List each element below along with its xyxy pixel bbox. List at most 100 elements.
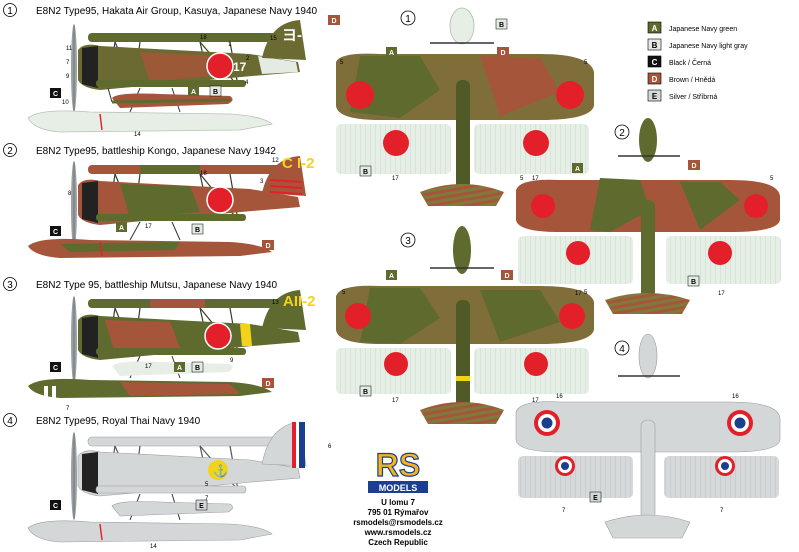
svg-text:17: 17 [392,398,399,404]
svg-text:13: 13 [272,300,279,306]
tail-code: C I-2 [282,155,315,172]
svg-text:14: 14 [150,544,157,550]
logo-bottom: MODELS [379,483,418,493]
svg-text:5: 5 [205,482,209,488]
svg-text:C: C [53,365,58,372]
address-line: U lomu 7 [381,498,415,507]
svg-text:B: B [499,22,504,29]
svg-text:7: 7 [66,406,70,412]
variant-number: 3 [7,280,13,291]
svg-text:3: 3 [260,179,264,185]
anchor-insignia-icon: ⚓ [213,464,228,478]
plan-color-tags: B A D B A D B A D B E [359,18,700,503]
plan-view-4: 4 [515,333,781,539]
svg-text:12: 12 [272,158,279,164]
svg-text:Japanese Navy green: Japanese Navy green [669,26,737,33]
svg-text:7: 7 [562,508,566,514]
svg-text:D: D [265,381,270,388]
svg-text:7: 7 [66,60,70,66]
legend-item-c: C Black / Černá [647,55,711,68]
svg-text:14: 14 [134,132,141,138]
side-view-1: 1 E8N2 Type95, Hakata Air Group, Kasuya,… [3,3,319,133]
plan-view-1: 1 [336,7,594,206]
side-view-4: 4 E8N2 Type95, Royal Thai Navy 1940 ⚓ [3,413,307,543]
svg-text:D: D [504,273,509,280]
svg-text:18: 18 [200,35,207,41]
svg-text:B: B [652,41,658,50]
color-legend: A Japanese Navy green B Japanese Navy li… [647,21,748,102]
svg-text:8: 8 [68,191,72,197]
svg-text:16: 16 [556,394,563,400]
address-line: rsmodels@rsmodels.cz [353,518,443,527]
side-color-tags: D A B C C A B D C A B D C E [50,15,340,511]
variant-number: 4 [7,416,13,427]
svg-text:Black / Černá: Black / Černá [669,58,711,67]
variant-title: E8N2 Type95, Royal Thai Navy 1940 [36,416,201,427]
svg-text:Japanese Navy light gray: Japanese Navy light gray [669,43,748,50]
svg-text:A: A [177,365,182,372]
svg-text:18: 18 [200,171,207,177]
legend-item-e: E Silver / Stříbrná [647,89,717,102]
svg-text:A: A [389,50,394,57]
svg-text:D: D [691,163,696,170]
address-line: Czech Republic [368,538,428,547]
svg-text:A: A [575,166,580,173]
svg-text:A: A [652,24,658,33]
svg-text:C: C [53,503,58,510]
svg-text:5: 5 [584,290,588,296]
svg-text:B: B [195,227,200,234]
svg-text:17: 17 [392,176,399,182]
variant-title: E8N2 Type95, Hakata Air Group, Kasuya, J… [36,6,318,17]
svg-text:A: A [389,273,394,280]
svg-text:17: 17 [575,291,582,297]
svg-text:B: B [363,389,368,396]
plan-view-3: 3 [336,226,594,424]
svg-text:6: 6 [328,444,332,450]
svg-text:15: 15 [270,36,277,42]
legend-item-a: A Japanese Navy green [647,21,737,34]
svg-text:5: 5 [520,176,524,182]
svg-text:5: 5 [584,60,588,66]
address-block: U lomu 7 795 01 Rýmařov rsmodels@rsmodel… [353,498,443,547]
svg-text:A: A [191,89,196,96]
svg-text:B: B [213,89,218,96]
svg-text:2: 2 [246,56,250,62]
svg-text:7: 7 [720,508,724,514]
svg-text:17: 17 [145,364,152,370]
svg-text:1: 1 [405,14,411,25]
svg-text:17: 17 [718,291,725,297]
address-line: 795 01 Rýmařov [368,508,429,517]
svg-text:2: 2 [619,128,625,139]
svg-text:17: 17 [145,224,152,230]
legend-item-d: D Brown / Hnědá [647,72,715,85]
svg-text:10: 10 [62,100,69,106]
svg-text:17: 17 [532,398,539,404]
tail-code: AII-2 [283,293,316,310]
tail-code: ヨ-17 [282,27,319,44]
svg-text:D: D [652,75,658,84]
svg-text:D: D [500,50,505,57]
fuselage-code: 17 [233,60,247,74]
svg-text:5: 5 [342,290,346,296]
svg-text:B: B [363,169,368,176]
legend-item-b: B Japanese Navy light gray [647,38,748,51]
svg-text:16: 16 [732,394,739,400]
svg-text:Brown / Hnědá: Brown / Hnědá [669,77,715,84]
svg-text:D: D [331,18,336,25]
svg-text:17: 17 [532,176,539,182]
svg-text:4: 4 [245,80,249,86]
svg-text:5: 5 [340,60,344,66]
svg-text:9: 9 [66,74,70,80]
svg-text:B: B [691,279,696,286]
svg-text:4: 4 [619,344,625,355]
svg-text:B: B [195,365,200,372]
side-view-2: 2 E8N2 Type95, battleship Kongo, Japanes… [3,143,315,258]
svg-text:9: 9 [230,358,234,364]
svg-text:3: 3 [405,236,411,247]
svg-text:C: C [53,229,58,236]
svg-text:Silver / Stříbrná: Silver / Stříbrná [669,94,717,101]
variant-title: E8N2 Type95, battleship Kongo, Japanese … [36,146,276,157]
